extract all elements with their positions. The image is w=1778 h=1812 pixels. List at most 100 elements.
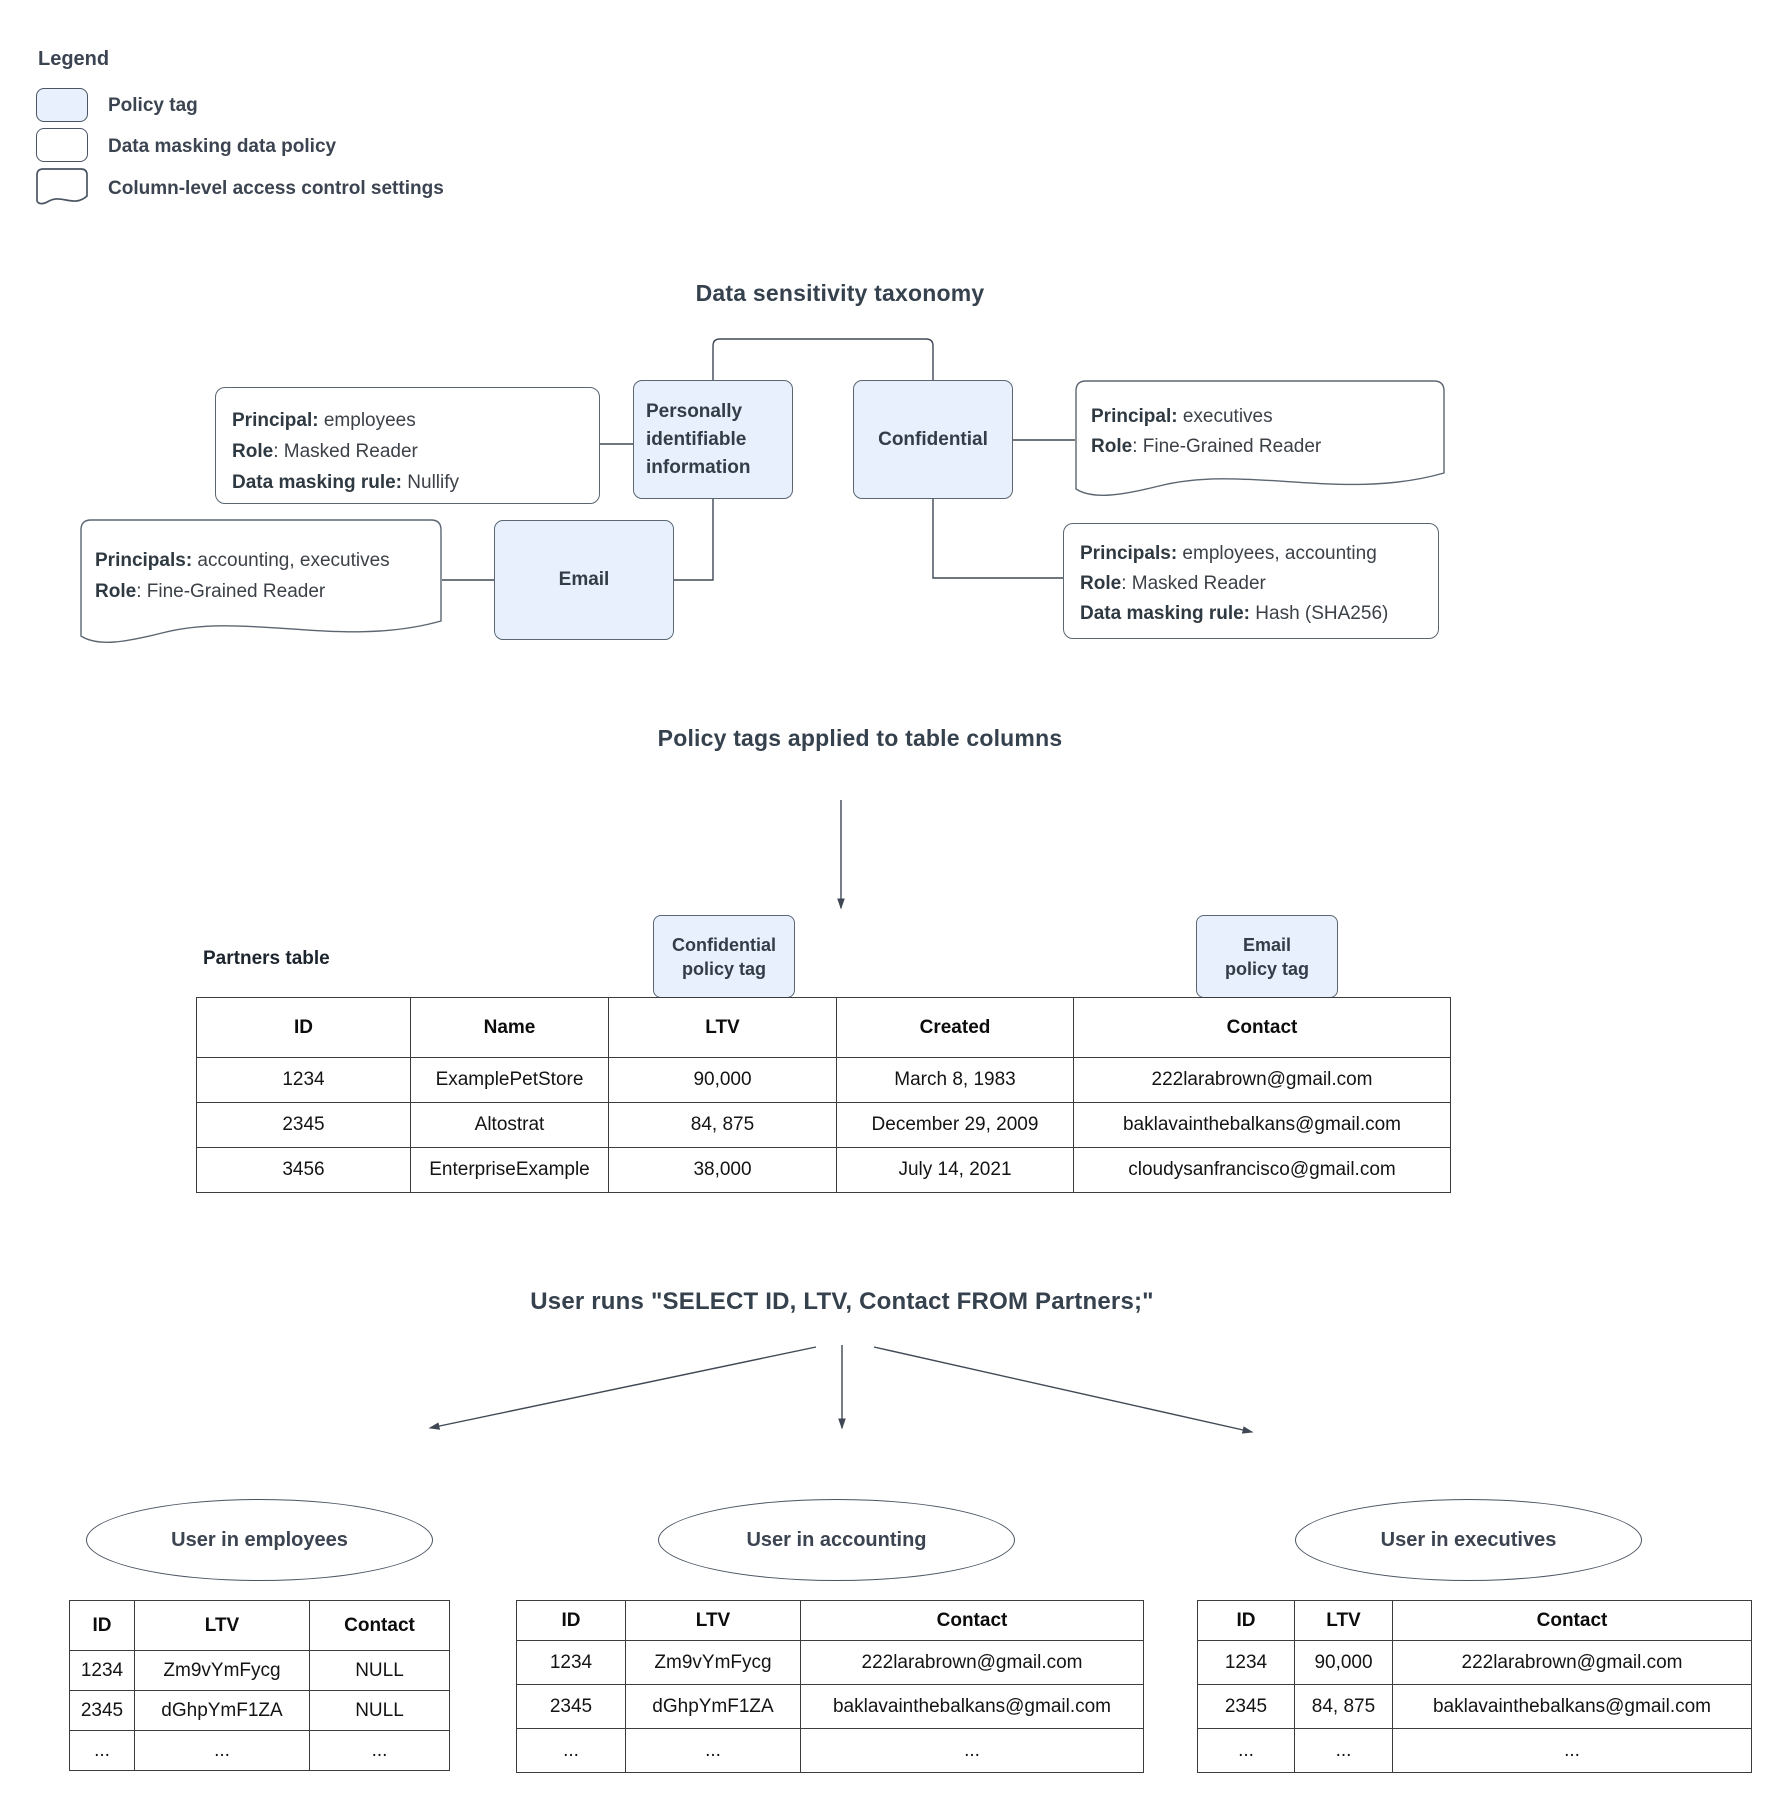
cell: 2345: [1197, 1684, 1295, 1729]
cell: 1234: [516, 1640, 626, 1685]
table-row: 1234 Zm9vYmFycg 222larabrown@gmail.com: [516, 1640, 1144, 1685]
cell: ...: [309, 1730, 450, 1771]
column-header: Contact: [309, 1600, 450, 1651]
table-row: ... ... ...: [69, 1730, 450, 1771]
email-policy-tag-node: Email: [494, 520, 674, 640]
cell: ...: [1294, 1728, 1393, 1773]
user-in-executives-ellipse: User in executives: [1295, 1499, 1642, 1581]
policy-line: Principals: employees, accounting: [1080, 543, 1377, 564]
table-row: ... ... ...: [1197, 1728, 1752, 1773]
column-header: Contact: [1073, 997, 1451, 1058]
document-shape: [1075, 380, 1445, 496]
column-header: ID: [69, 1600, 135, 1651]
employees-result-table: ID LTV Contact 1234 Zm9vYmFycg NULL 2345…: [69, 1600, 450, 1771]
policy-line: Data masking rule: Hash (SHA256): [1080, 603, 1389, 624]
policy-line: Data masking rule: Nullify: [232, 472, 460, 493]
policy-tag-swatch: [36, 88, 88, 122]
email-policy-tag-badge: Email policy tag: [1196, 915, 1338, 998]
cell: baklavainthebalkans@gmail.com: [1073, 1102, 1451, 1148]
column-header: ID: [1197, 1600, 1295, 1641]
access-settings-text: Principal: executives Role: Fine-Grained…: [1091, 402, 1321, 462]
cell: 222larabrown@gmail.com: [1392, 1640, 1752, 1685]
tag-line: policy tag: [681, 958, 766, 979]
policy-line: Principals: accounting, executives: [95, 550, 390, 571]
cell: 2345: [516, 1684, 626, 1729]
cell: 38,000: [608, 1147, 837, 1193]
cell: 1234: [1197, 1640, 1295, 1685]
cell: NULL: [309, 1690, 450, 1731]
accounting-result-table: ID LTV Contact 1234 Zm9vYmFycg 222larabr…: [516, 1600, 1144, 1773]
cell: 2345: [196, 1102, 411, 1148]
legend-item-data-masking: Data masking data policy: [108, 136, 337, 157]
access-settings-text: Principals: accounting, executives Role:…: [95, 545, 390, 607]
cell: ...: [800, 1728, 1144, 1773]
cell: Altostrat: [410, 1102, 609, 1148]
column-access-swatch: [36, 168, 88, 205]
cell: 84, 875: [1294, 1684, 1393, 1729]
cell: ...: [134, 1730, 310, 1771]
cell: EnterpriseExample: [410, 1147, 609, 1193]
legend-item-column-access: Column-level access control settings: [108, 178, 444, 199]
executives-access-box: Principal: executives Role: Fine-Grained…: [1075, 380, 1446, 504]
policy-line: Role: Masked Reader: [232, 441, 418, 462]
cell: baklavainthebalkans@gmail.com: [800, 1684, 1144, 1729]
cell: ...: [69, 1730, 135, 1771]
query-title: User runs "SELECT ID, LTV, Contact FROM …: [530, 1288, 1154, 1315]
cell: ...: [1392, 1728, 1752, 1773]
cell: 90,000: [1294, 1640, 1393, 1685]
table-row: 2345 Altostrat 84, 875 December 29, 2009…: [196, 1102, 1451, 1148]
legend-item-policy-tag: Policy tag: [108, 95, 198, 116]
cell: ...: [516, 1728, 626, 1773]
policy-line: Principal: employees: [232, 410, 416, 431]
column-header: LTV: [1294, 1600, 1393, 1641]
column-header: ID: [516, 1600, 626, 1641]
cell: 1234: [196, 1057, 411, 1103]
table-header-row: ID Name LTV Created Contact: [196, 997, 1451, 1058]
column-header: LTV: [134, 1600, 310, 1651]
data-masking-policy-swatch: [36, 128, 88, 162]
table-row: 2345 dGhpYmF1ZA baklavainthebalkans@gmai…: [516, 1684, 1144, 1729]
cell: 222larabrown@gmail.com: [1073, 1057, 1451, 1103]
cell: dGhpYmF1ZA: [625, 1684, 801, 1729]
column-header: Contact: [1392, 1600, 1752, 1641]
policy-line: Role: Fine-Grained Reader: [1091, 436, 1322, 457]
user-in-employees-ellipse: User in employees: [86, 1499, 433, 1581]
cell: 1234: [69, 1650, 135, 1691]
cell: March 8, 1983: [836, 1057, 1074, 1103]
table-row: 1234 90,000 222larabrown@gmail.com: [1197, 1640, 1752, 1685]
column-header: LTV: [608, 997, 837, 1058]
cell: NULL: [309, 1650, 450, 1691]
table-row: 1234 Zm9vYmFycg NULL: [69, 1650, 450, 1691]
legend-title: Legend: [38, 48, 110, 70]
table-row: 2345 84, 875 baklavainthebalkans@gmail.c…: [1197, 1684, 1752, 1729]
user-in-accounting-ellipse: User in accounting: [658, 1499, 1015, 1581]
cell: 222larabrown@gmail.com: [800, 1640, 1144, 1685]
document-shape: [80, 519, 442, 643]
column-header: Name: [410, 997, 609, 1058]
table-row: 3456 EnterpriseExample 38,000 July 14, 2…: [196, 1147, 1451, 1193]
employees-accounting-masking-policy-box: Principals: employees, accounting Role: …: [1063, 523, 1439, 639]
column-header: LTV: [625, 1600, 801, 1641]
cell: 90,000: [608, 1057, 837, 1103]
cell: baklavainthebalkans@gmail.com: [1392, 1684, 1752, 1729]
policy-line: Principal: executives: [1091, 406, 1273, 427]
confidential-policy-tag-badge: Confidential policy tag: [653, 915, 795, 998]
cell: Zm9vYmFycg: [134, 1650, 310, 1691]
taxonomy-title: Data sensitivity taxonomy: [695, 280, 985, 306]
table-header-row: ID LTV Contact: [69, 1600, 450, 1651]
table-header-row: ID LTV Contact: [1197, 1600, 1752, 1641]
tag-line: Email: [1242, 934, 1292, 955]
policy-line: Role: Fine-Grained Reader: [95, 581, 326, 602]
table-row: ... ... ...: [516, 1728, 1144, 1773]
tag-line: Confidential: [672, 934, 776, 955]
cell: Zm9vYmFycg: [625, 1640, 801, 1685]
pii-policy-tag-node: Personally identifiable information: [633, 380, 793, 499]
cell: 84, 875: [608, 1102, 837, 1148]
cell: ExamplePetStore: [410, 1057, 609, 1103]
column-header: Contact: [800, 1600, 1144, 1641]
cell: cloudysanfrancisco@gmail.com: [1073, 1147, 1451, 1193]
cell: 2345: [69, 1690, 135, 1731]
policy-line: Role: Masked Reader: [1080, 573, 1266, 594]
